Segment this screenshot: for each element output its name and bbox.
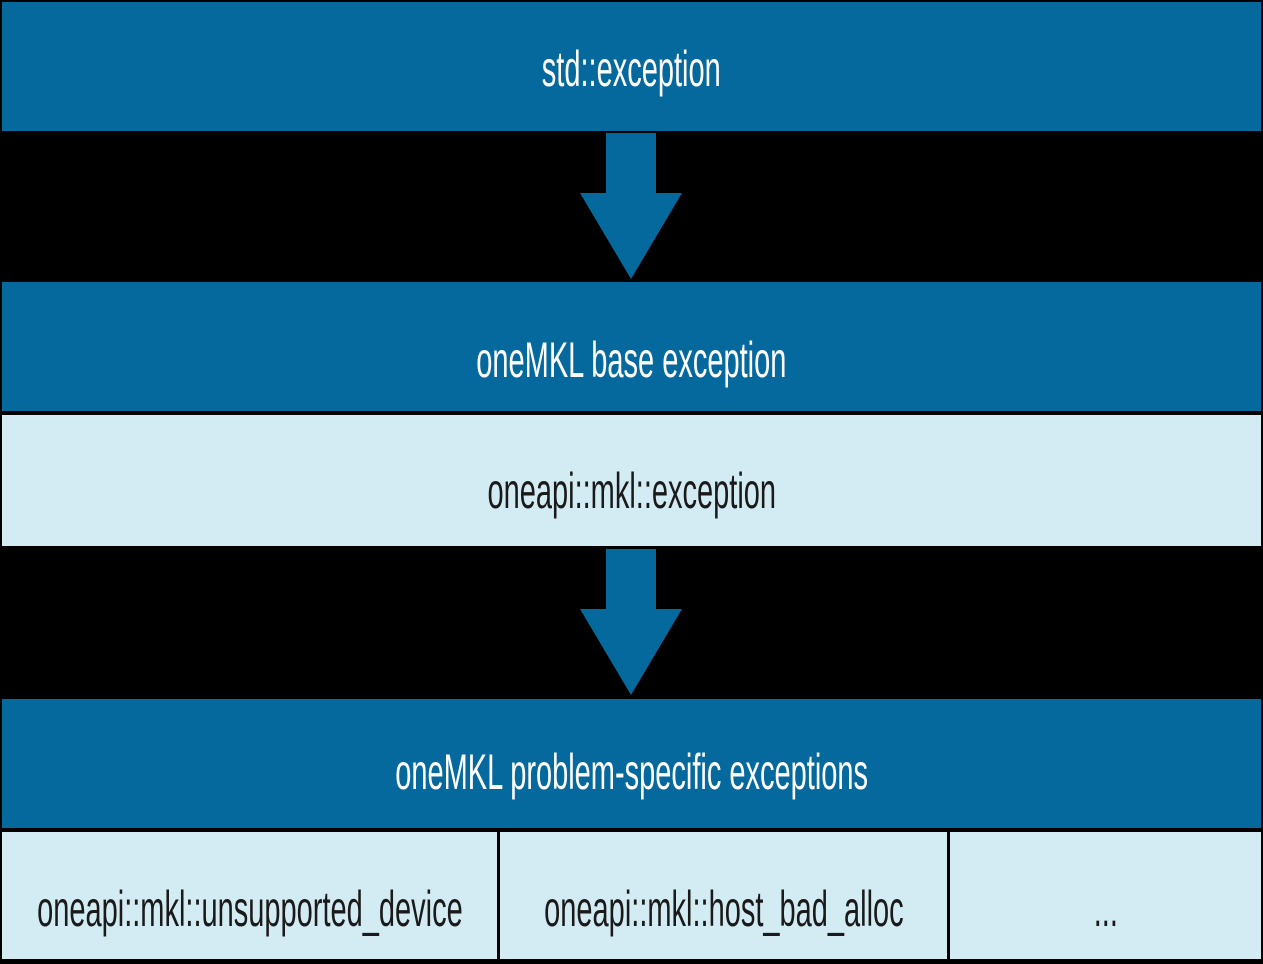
node-problem-specific-header-label: oneMKL problem-specific exceptions xyxy=(395,743,868,800)
node-base-exception-header-label: oneMKL base exception xyxy=(476,331,787,388)
down-arrow-icon xyxy=(580,549,682,695)
cell-unsupported-device: oneapi::mkl::unsupported_device xyxy=(2,832,497,959)
node-base-exception-header: oneMKL base exception xyxy=(2,282,1261,415)
node-problem-specific-header: oneMKL problem-specific exceptions xyxy=(2,699,1261,832)
cell-host-bad-alloc-label: oneapi::mkl::host_bad_alloc xyxy=(543,880,904,937)
node-std-exception-label: std::exception xyxy=(542,40,721,97)
cell-ellipsis-label: ... xyxy=(1093,880,1118,937)
cell-unsupported-device-label: oneapi::mkl::unsupported_device xyxy=(36,880,463,937)
node-base-exception-body-label: oneapi::mkl::exception xyxy=(487,462,776,519)
node-base-exception-body: oneapi::mkl::exception xyxy=(2,415,1261,546)
down-arrow-icon xyxy=(580,133,682,279)
cell-host-bad-alloc: oneapi::mkl::host_bad_alloc xyxy=(500,832,947,959)
cell-ellipsis: ... xyxy=(950,832,1261,959)
node-std-exception: std::exception xyxy=(2,2,1261,131)
node-problem-specific-cells: oneapi::mkl::unsupported_device oneapi::… xyxy=(2,832,1261,959)
